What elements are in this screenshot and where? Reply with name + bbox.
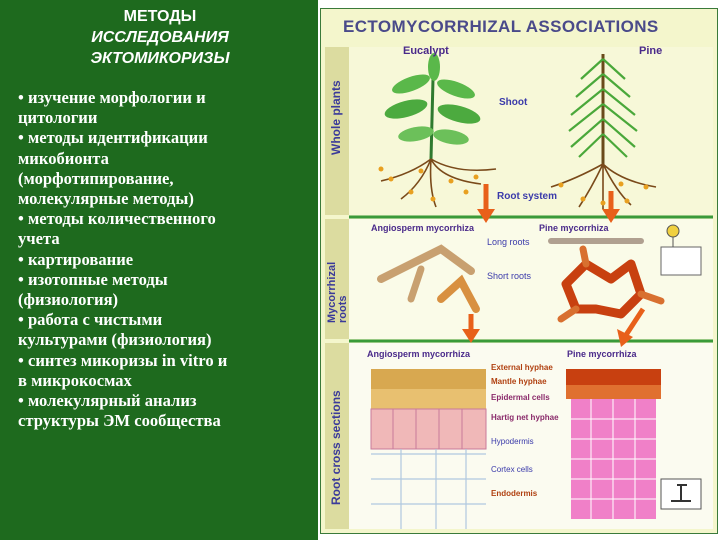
arrow-down-icon — [477, 209, 495, 223]
arrow-down-icon — [602, 209, 620, 223]
label-shoot: Shoot — [499, 97, 528, 108]
side-label-root-cross-sections: Root cross sections — [329, 390, 343, 505]
list-line: • методы идентификации — [18, 128, 208, 148]
label-eucalypt: Eucalypt — [403, 45, 449, 57]
list-line: • работа с чистыми — [18, 310, 163, 330]
label-long-roots: Long roots — [487, 237, 530, 247]
list-line: микобионта — [18, 148, 109, 168]
label-angiosperm-mycorrhiza: Angiosperm mycorrhiza — [371, 223, 475, 233]
angiosperm-root-drawing — [377, 244, 480, 313]
list-line: учета — [18, 229, 60, 249]
label-external-hyphae: External hyphae — [491, 363, 553, 372]
label-root-system: Root system — [497, 191, 558, 202]
cross-sections-sidebar: Root cross sections — [325, 343, 349, 529]
label-hypodermis: Hypodermis — [491, 437, 534, 446]
list-line: культурами (физиология) — [18, 330, 212, 350]
list-line: в микрокосмах — [18, 370, 132, 390]
pine-plant-drawing — [550, 54, 657, 209]
pine-root-drawing — [548, 238, 665, 323]
list-line: • изотопные методы — [18, 269, 168, 289]
slide-title: МЕТОДЫ ИССЛЕДОВАНИЯ ЭКТОМИКОРИЗЫ — [40, 6, 280, 69]
list-line: • методы количественного — [18, 209, 216, 229]
title-line-1: МЕТОДЫ — [123, 8, 197, 25]
list-line: • картирование — [18, 249, 134, 269]
label-pine-mycorrhiza: Pine mycorrhiza — [539, 223, 609, 233]
title-line-3: ЭКТОМИКОРИЗЫ — [90, 50, 230, 67]
list-line: • молекулярный анализ — [18, 391, 197, 411]
whole-plants-sidebar: Whole plants — [325, 47, 349, 215]
label-epidermal-cells: Epidermal cells — [491, 393, 550, 402]
list-line: структуры ЭМ сообщества — [18, 411, 221, 431]
label-pine: Pine — [639, 45, 663, 57]
figure-drawing — [349, 47, 713, 529]
angiosperm-cross-section — [370, 369, 487, 529]
label-hartig-net-hyphae: Hartig net hyphae — [491, 413, 559, 422]
list-line: • синтез микоризы in vitro и — [18, 350, 228, 370]
pine-cross-section — [566, 369, 661, 519]
methods-list: • изучение морфологии и цитологии • мето… — [18, 88, 314, 431]
label-cortex-cells: Cortex cells — [491, 465, 533, 474]
title-line-2: ИССЛЕДОВАНИЯ — [91, 29, 229, 46]
list-line: цитологии — [18, 108, 98, 128]
label-mantle-hyphae: Mantle hyphae — [491, 377, 547, 386]
side-label-whole-plants: Whole plants — [329, 80, 343, 155]
figure-title: ECTOMYCORRHIZAL ASSOCIATIONS — [343, 17, 659, 36]
list-line: • изучение морфологии и — [18, 88, 206, 107]
label-short-roots: Short roots — [487, 271, 532, 281]
ectomycorrhiza-figure: ECTOMYCORRHIZAL ASSOCIATIONS Whole plant… — [320, 8, 718, 534]
microscope-icon — [660, 478, 702, 510]
label-pine-mycorrhiza-section: Pine mycorrhiza — [567, 349, 637, 359]
arrow-down-icon — [623, 307, 646, 337]
mycorrhizal-roots-sidebar: Mycorrhizal roots — [325, 219, 349, 339]
label-endodermis: Endodermis — [491, 489, 538, 498]
side-label-mycorrhizal-roots: Mycorrhizal roots — [326, 261, 349, 323]
arrow-down-icon — [617, 329, 633, 347]
mycorrhizal-roots-bg — [349, 219, 713, 339]
label-angiosperm-mycorrhiza-section: Angiosperm mycorrhiza — [367, 349, 471, 359]
lab-equipment-icon — [660, 224, 702, 276]
list-line: молекулярные методы) — [18, 189, 194, 209]
eucalypt-plant-drawing — [378, 53, 497, 208]
list-line: (физиология) — [18, 290, 119, 310]
arrow-down-icon — [462, 329, 480, 343]
list-line: (морфотипирование, — [18, 168, 174, 188]
left-text-panel: МЕТОДЫ ИССЛЕДОВАНИЯ ЭКТОМИКОРИЗЫ • изуче… — [0, 0, 320, 540]
